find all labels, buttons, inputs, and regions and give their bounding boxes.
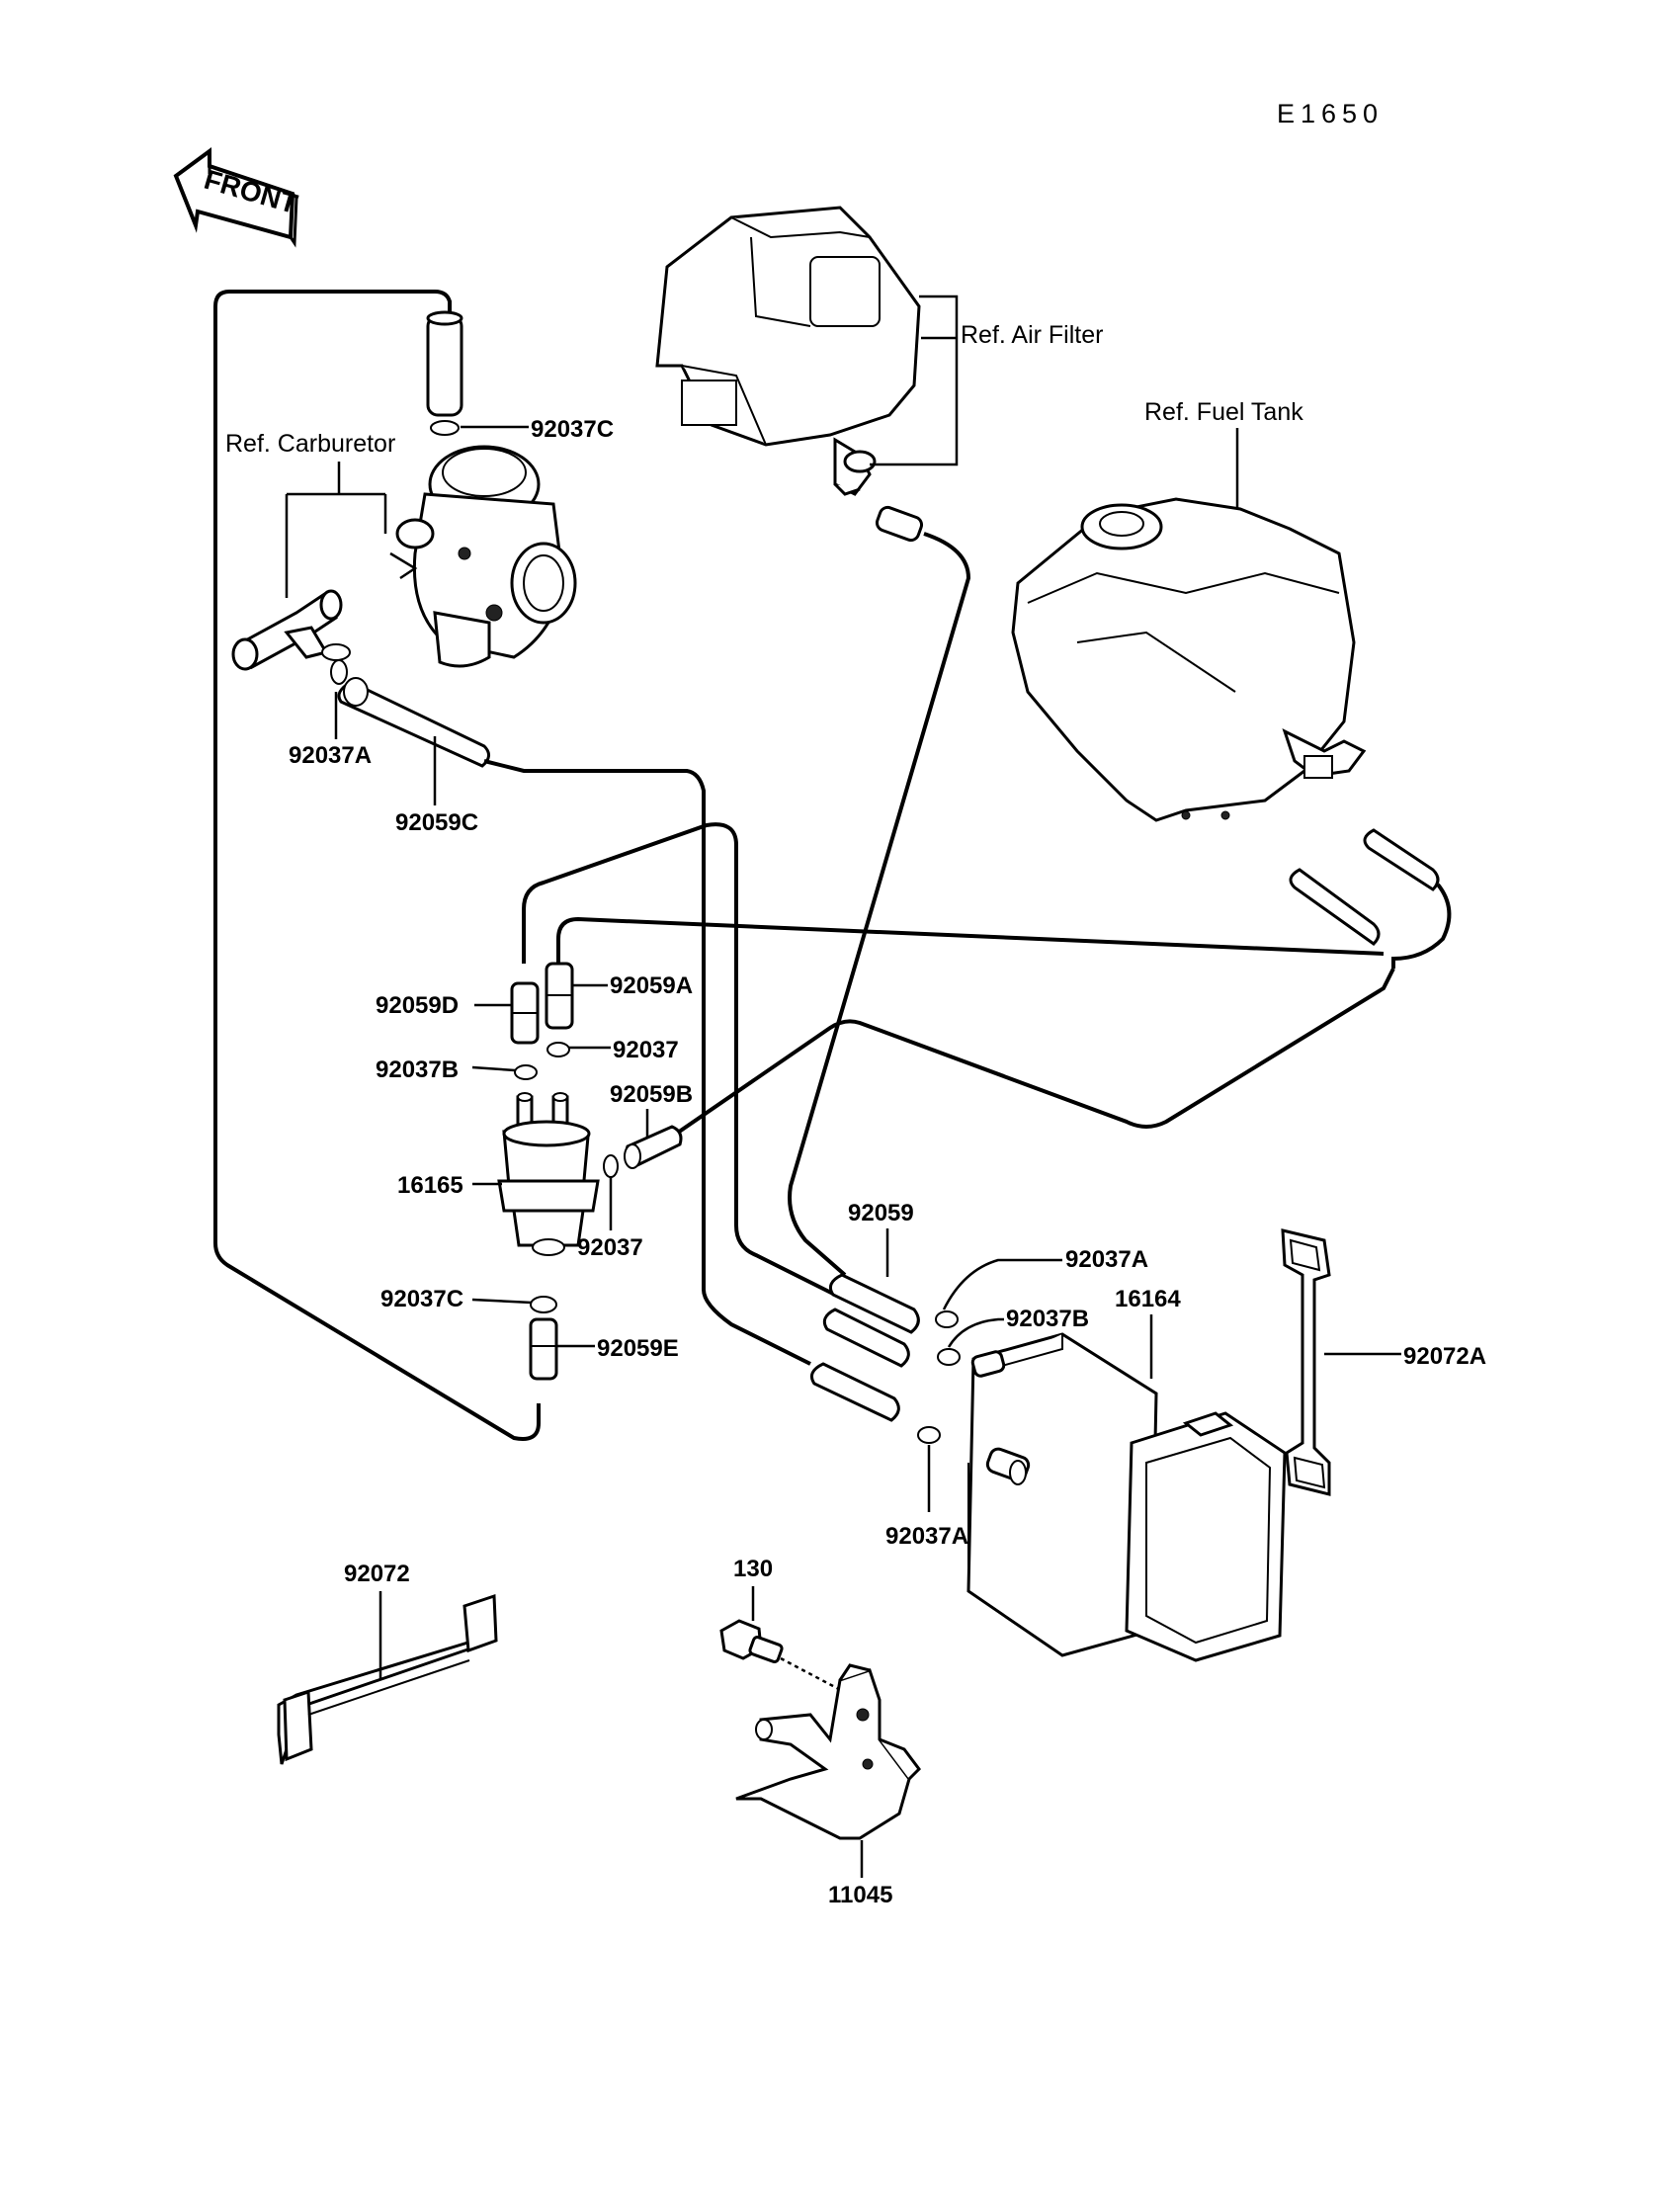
canister-16164 [966,1332,1287,1662]
label-16165: 16165 [397,1172,463,1199]
strap-92072A [1281,1228,1331,1496]
label-92059B: 92059B [610,1081,693,1108]
label-92037-lower: 92037 [577,1234,643,1261]
label-92037-upper: 92037 [613,1037,679,1063]
label-ref-carburetor: Ref. Carburetor [225,430,395,458]
hose-92059-c [810,1362,900,1422]
label-92037A-carb: 92037A [289,742,372,769]
label-92037A-right: 92037A [1065,1246,1148,1273]
label-92059C: 92059C [395,809,478,836]
hose-airfilter-to-canister [788,532,971,1277]
hose-92059D [510,981,540,1045]
clamp-92037B-left [514,1064,538,1080]
label-92037C-lower: 92037C [380,1286,463,1312]
fuel-tank-hose-right [1363,828,1440,891]
hose-92059E [529,1317,558,1381]
label-92059E: 92059E [597,1335,679,1362]
label-92072: 92072 [344,1561,410,1587]
clamp-92037A-carb [321,643,351,661]
label-92059D: 92059D [376,992,459,1019]
diagram-code: E1650 [1277,99,1384,128]
fuel-pump-16165 [497,1092,600,1256]
air-filter-connector [875,505,924,543]
fuel-tank-hose-left [1289,868,1381,946]
hose-tank-joint [1391,883,1452,969]
hose-92059B [624,1125,683,1169]
label-130: 130 [733,1556,773,1582]
clamp-92037A-right [935,1310,959,1328]
clamp-92037-upper [546,1042,570,1057]
label-ref-air-filter: Ref. Air Filter [961,321,1103,349]
hose-tank-to-92059A [556,916,1385,973]
label-92037A-bottom: 92037A [885,1523,968,1550]
hose-92059D-loop [522,822,836,1297]
front-arrow-icon: FRONT [173,147,300,248]
label-92037B-left: 92037B [376,1056,459,1083]
carburetor [389,445,577,668]
bracket-11045 [735,1663,921,1840]
clamp-92037B-right [937,1348,961,1366]
hose-92059A [545,962,574,1030]
air-filter [655,206,921,496]
label-11045: 11045 [828,1882,892,1908]
label-92059A: 92059A [610,972,693,999]
vent-hose-left [213,290,541,1441]
label-ref-fuel-tank: Ref. Fuel Tank [1144,398,1303,426]
label-92072A: 92072A [1403,1343,1486,1370]
label-16164: 16164 [1115,1286,1181,1312]
hose-stub-top [426,310,463,417]
bolt-130 [719,1619,784,1663]
clamp-92037C-top [430,420,460,436]
label-92037B-right: 92037B [1006,1306,1089,1332]
label-92037C-top: 92037C [531,416,614,443]
label-92059: 92059 [848,1200,914,1226]
hose-tank-to-92059B [670,968,1395,1139]
t-fitting [231,589,343,671]
clamp-92037-lower [603,1154,619,1178]
hose-carb-to-canister [483,759,811,1366]
clamp-92037C-lower [530,1296,557,1313]
fuel-tank [1011,497,1367,822]
strap-92072 [277,1593,498,1765]
clamp-92037A-bottom [917,1426,941,1444]
hose-92059-a [829,1273,920,1334]
hose-92059-b [822,1308,910,1368]
hose-92059C [337,677,490,768]
